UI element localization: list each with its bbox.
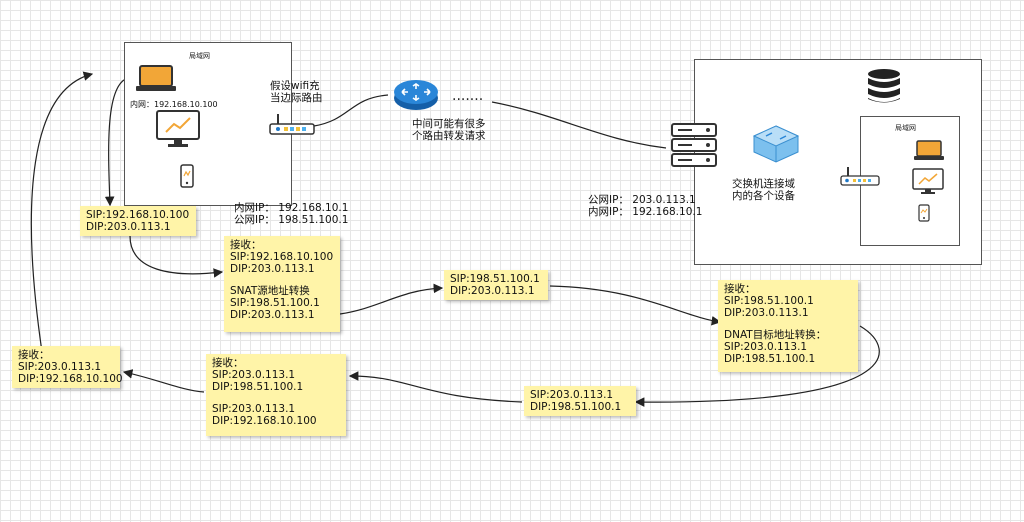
core-router-label: 中间可能有很多 个路由转发请求 bbox=[412, 118, 486, 142]
packet-note-1: SIP:192.168.10.100 DIP:203.0.113.1 bbox=[80, 206, 196, 236]
core-router-icon[interactable] bbox=[392, 76, 440, 112]
packet-note-2: 接收： SIP:192.168.10.100 DIP:203.0.113.1 S… bbox=[224, 236, 340, 332]
monitor-icon[interactable] bbox=[156, 110, 200, 148]
server-icon[interactable] bbox=[670, 122, 718, 168]
switch-label: 交换机连接域 内的各个设备 bbox=[732, 178, 795, 202]
laptop-icon[interactable] bbox=[136, 64, 176, 94]
switch-icon[interactable] bbox=[752, 124, 800, 164]
packet-note-7: 接收： SIP:203.0.113.1 DIP:192.168.10.100 bbox=[12, 346, 123, 388]
packet-note-4: 接收： SIP:198.51.100.1 DIP:203.0.113.1 DNA… bbox=[718, 280, 858, 372]
inner-phone-icon[interactable] bbox=[918, 204, 930, 222]
wifi-router-icon[interactable] bbox=[268, 112, 316, 138]
packet-note-3: SIP:198.51.100.1 DIP:203.0.113.1 bbox=[444, 270, 548, 300]
server-ips: 公网IP： 203.0.113.1 内网IP： 192.168.10.1 bbox=[588, 194, 703, 218]
inner-monitor-icon[interactable] bbox=[912, 168, 944, 196]
wifi-router-label: 假设wifi充 当边际路由 bbox=[270, 80, 323, 104]
wifi-router-ips: 内网IP： 192.168.10.1 公网IP： 198.51.100.1 bbox=[234, 202, 349, 226]
inner-laptop-icon[interactable] bbox=[914, 140, 944, 162]
phone-icon[interactable] bbox=[180, 164, 194, 188]
database-icon[interactable] bbox=[866, 68, 902, 106]
packet-note-5: SIP:203.0.113.1 DIP:198.51.100.1 bbox=[524, 386, 636, 416]
left-lan-title: 局域网 bbox=[189, 52, 210, 60]
relay-dots: ....... bbox=[452, 88, 483, 104]
inner-router-icon[interactable] bbox=[840, 166, 880, 188]
packet-note-6: 接收： SIP:203.0.113.1 DIP:198.51.100.1 SIP… bbox=[206, 354, 346, 436]
inner-lan-title: 局域网 bbox=[895, 124, 916, 132]
laptop-ip-label: 内网：192.168.10.100 bbox=[130, 100, 218, 109]
